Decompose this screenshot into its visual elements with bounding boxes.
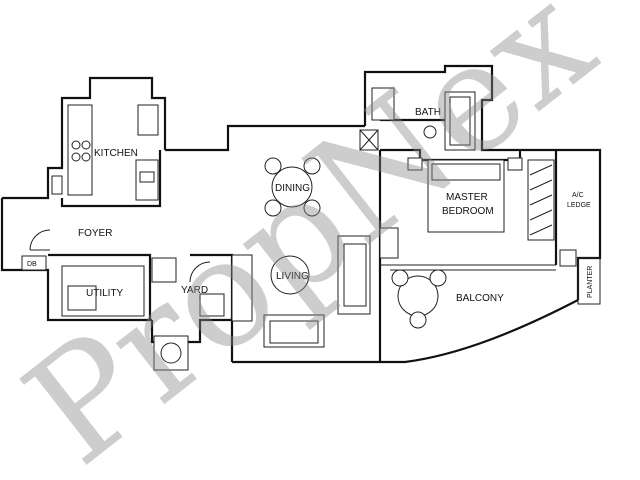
kitchen-fixtures xyxy=(51,104,159,201)
label-dining: DINING xyxy=(275,183,310,194)
label-db: DB xyxy=(27,261,37,268)
label-foyer: FOYER xyxy=(78,228,112,239)
living-fixtures xyxy=(231,235,371,348)
balcony-fixtures xyxy=(391,269,447,329)
label-planter: PLANTER xyxy=(587,266,594,298)
label-kitchen: KITCHEN xyxy=(94,148,138,159)
bedroom-fixtures xyxy=(379,157,577,267)
label-ac-line2: LEDGE xyxy=(567,202,591,209)
label-ac-line1: A/C xyxy=(572,192,584,199)
label-balcony: BALCONY xyxy=(456,293,504,304)
label-master-line2: BEDROOM xyxy=(442,206,494,217)
label-living: LIVING xyxy=(276,271,309,282)
bath-fixtures xyxy=(359,87,476,151)
room-labels: KITCHEN DINING FOYER DB UTILITY YARD LIV… xyxy=(27,107,594,304)
foyer-utility-fixtures xyxy=(21,229,225,371)
label-bath: BATH xyxy=(415,107,441,118)
dining-table xyxy=(264,157,321,217)
label-utility: UTILITY xyxy=(86,288,124,299)
outer-walls xyxy=(0,64,602,364)
label-master-line1: MASTER xyxy=(446,192,488,203)
label-yard: YARD xyxy=(181,285,208,296)
